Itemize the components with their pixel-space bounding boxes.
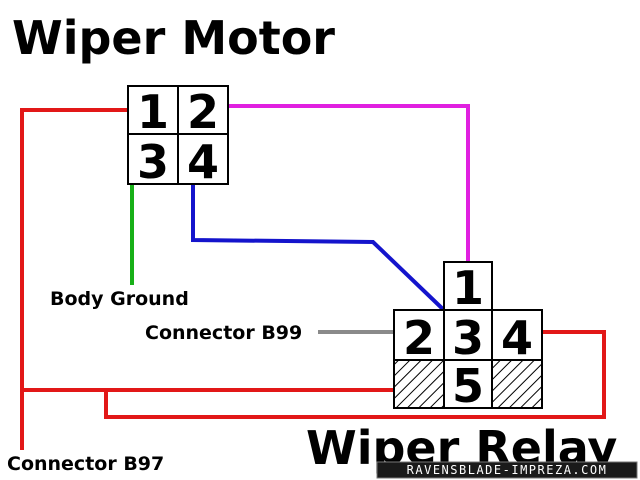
motor-pin-4-cell bbox=[177, 133, 229, 185]
motor-pin-2-cell bbox=[177, 85, 229, 135]
relay-pin-2: 2 bbox=[403, 311, 435, 365]
red-wire-relay-pin4-loop bbox=[104, 330, 606, 419]
relay-pin-4: 4 bbox=[501, 311, 533, 365]
red-wire-pin1-to-b97 bbox=[20, 108, 130, 450]
relay-blank-left-cell bbox=[393, 359, 445, 409]
motor-pin-3: 3 bbox=[137, 135, 169, 189]
wiper-motor-connector: 1 2 3 4 bbox=[127, 85, 229, 189]
relay-pin-1: 1 bbox=[452, 261, 484, 315]
relay-pin-3-cell bbox=[443, 309, 493, 361]
wiper-motor-title: Wiper Motor bbox=[12, 11, 335, 65]
blue-wire-pin4-to-relay-pin3 bbox=[191, 184, 450, 316]
connector-b99-label: Connector B99 bbox=[145, 322, 302, 344]
relay-pin-5: 5 bbox=[452, 359, 484, 413]
watermark: RAVENSBLADE-IMPREZA.COM bbox=[376, 461, 638, 479]
relay-blank-right-cell bbox=[491, 359, 543, 409]
body-ground-label: Body Ground bbox=[50, 288, 189, 310]
motor-pin-3-cell bbox=[127, 133, 179, 185]
motor-pin-4: 4 bbox=[187, 135, 219, 189]
watermark-text: RAVENSBLADE-IMPREZA.COM bbox=[407, 463, 608, 477]
wiper-relay-connector: 1 2 3 4 5 bbox=[393, 261, 543, 413]
motor-pin-1: 1 bbox=[137, 85, 169, 139]
watermark-bar bbox=[376, 461, 638, 479]
relay-pin-2-cell bbox=[393, 309, 445, 361]
motor-pin-2: 2 bbox=[187, 85, 219, 139]
magenta-wire-pin2-to-relay-pin1 bbox=[222, 104, 470, 262]
wires bbox=[20, 104, 606, 450]
relay-pin-3: 3 bbox=[452, 311, 484, 365]
relay-pin-1-cell bbox=[443, 261, 493, 311]
relay-pin-5-cell bbox=[443, 359, 493, 409]
connector-b97-label: Connector B97 bbox=[7, 453, 164, 475]
